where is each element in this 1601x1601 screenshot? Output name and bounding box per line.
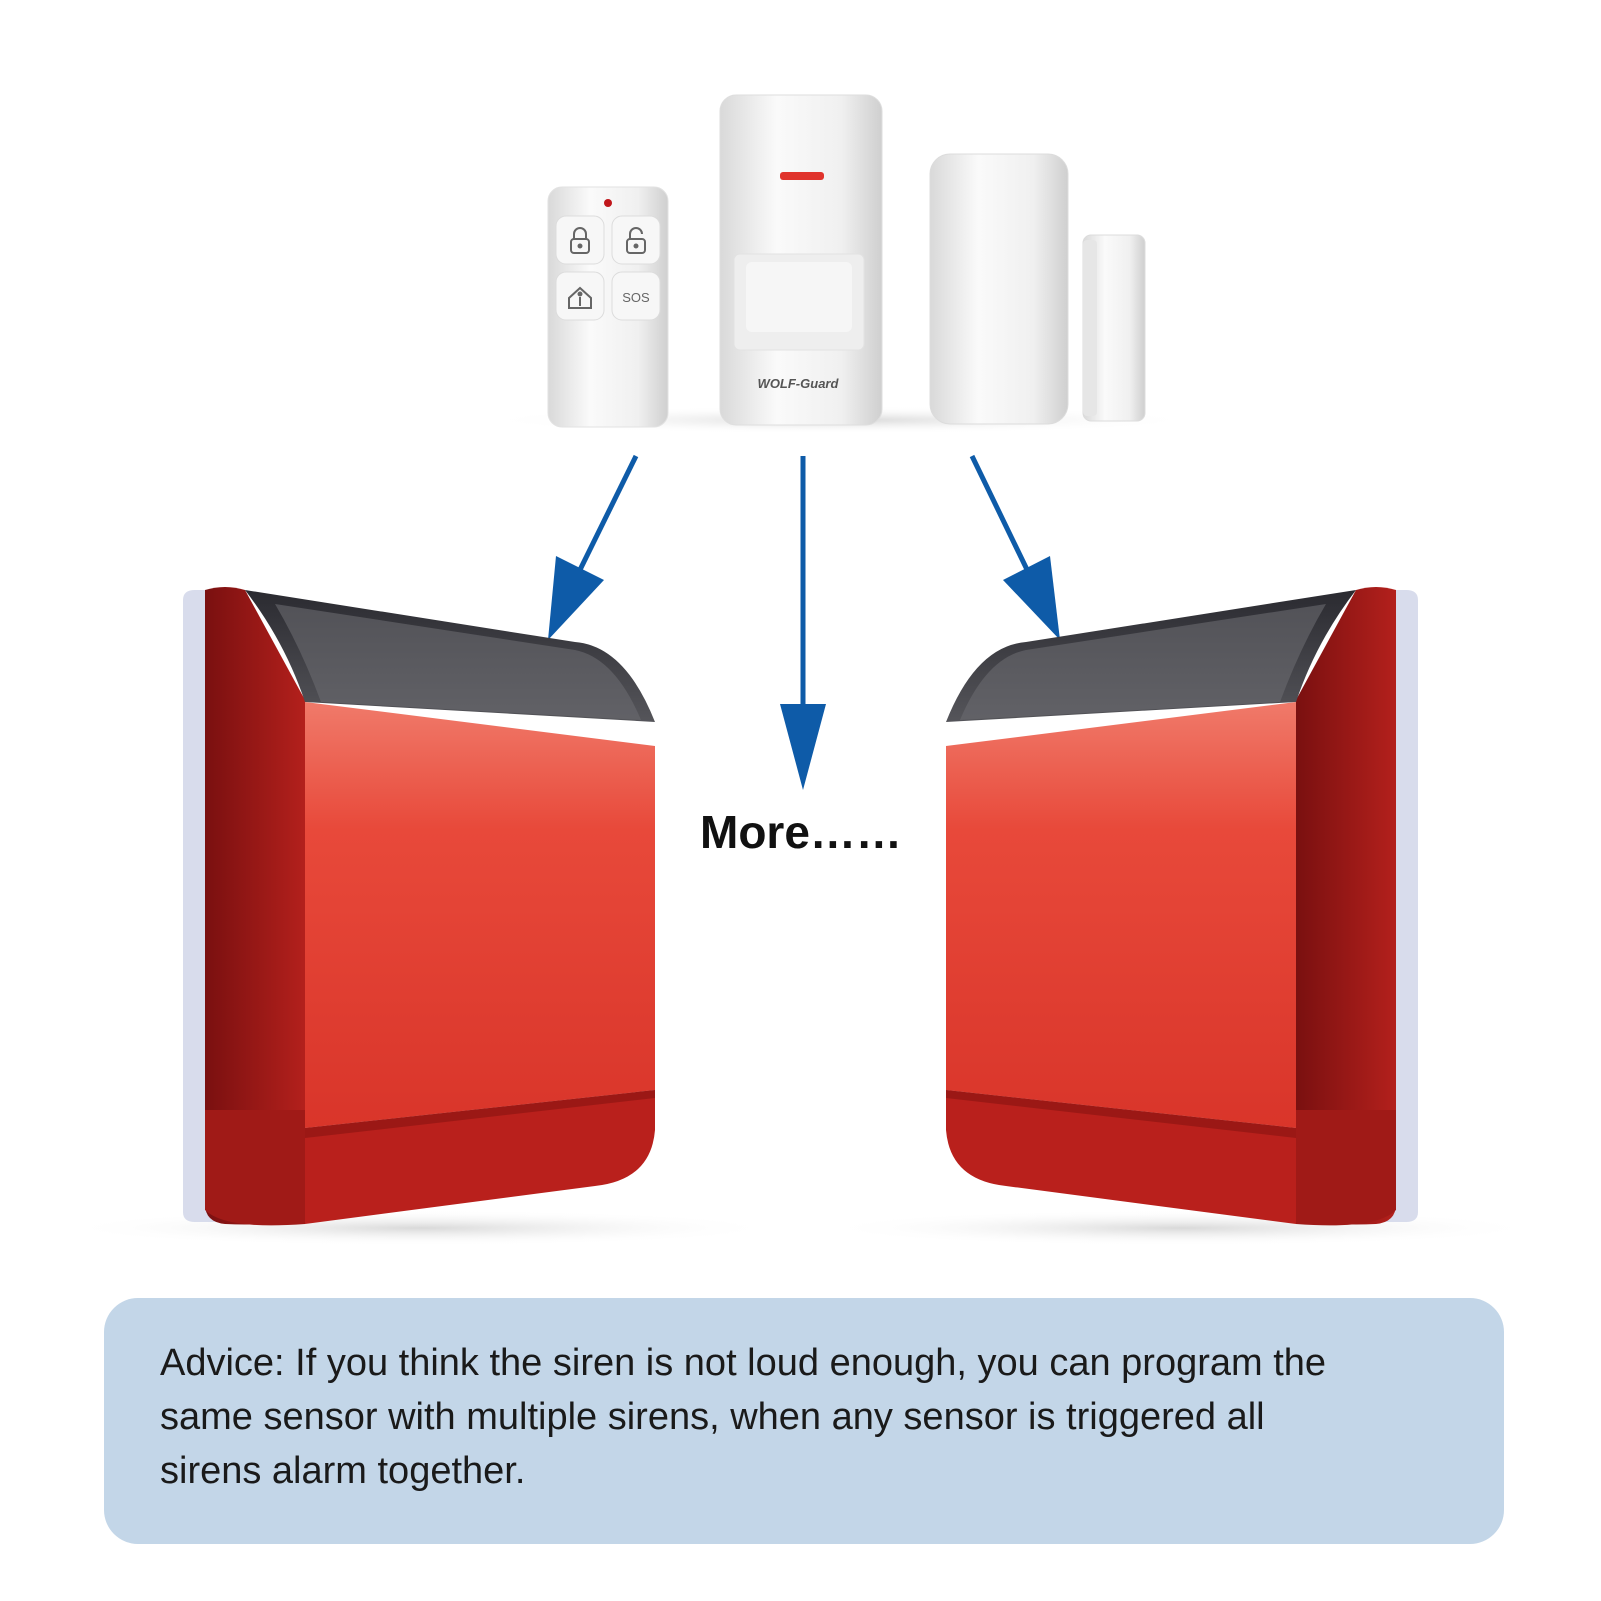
more-label: More…… — [700, 806, 902, 858]
pir-motion-sensor: WOLF-Guard — [719, 94, 883, 426]
advice-line-3: sirens alarm together. — [160, 1450, 526, 1492]
lock-icon — [570, 227, 590, 254]
led-indicator-icon — [780, 172, 824, 180]
door-sensor — [929, 153, 1146, 425]
unlock-icon — [626, 227, 646, 254]
remote-control: SOS — [547, 186, 669, 428]
advice-line-1: Advice: If you think the siren is not lo… — [160, 1342, 1327, 1384]
advice-line-2: same sensor with multiple sirens, when a… — [160, 1396, 1265, 1438]
advice-box: Advice: If you think the siren is not lo… — [104, 1298, 1504, 1544]
right-siren — [946, 587, 1418, 1226]
brand-logo: WOLF-Guard — [758, 376, 840, 391]
sos-label: SOS — [622, 290, 650, 305]
left-siren — [183, 587, 655, 1226]
home-icon — [568, 286, 592, 309]
arrow-left — [548, 454, 639, 640]
led-indicator-icon — [604, 199, 612, 207]
arrow-center — [780, 456, 826, 790]
arrow-right — [969, 454, 1060, 640]
